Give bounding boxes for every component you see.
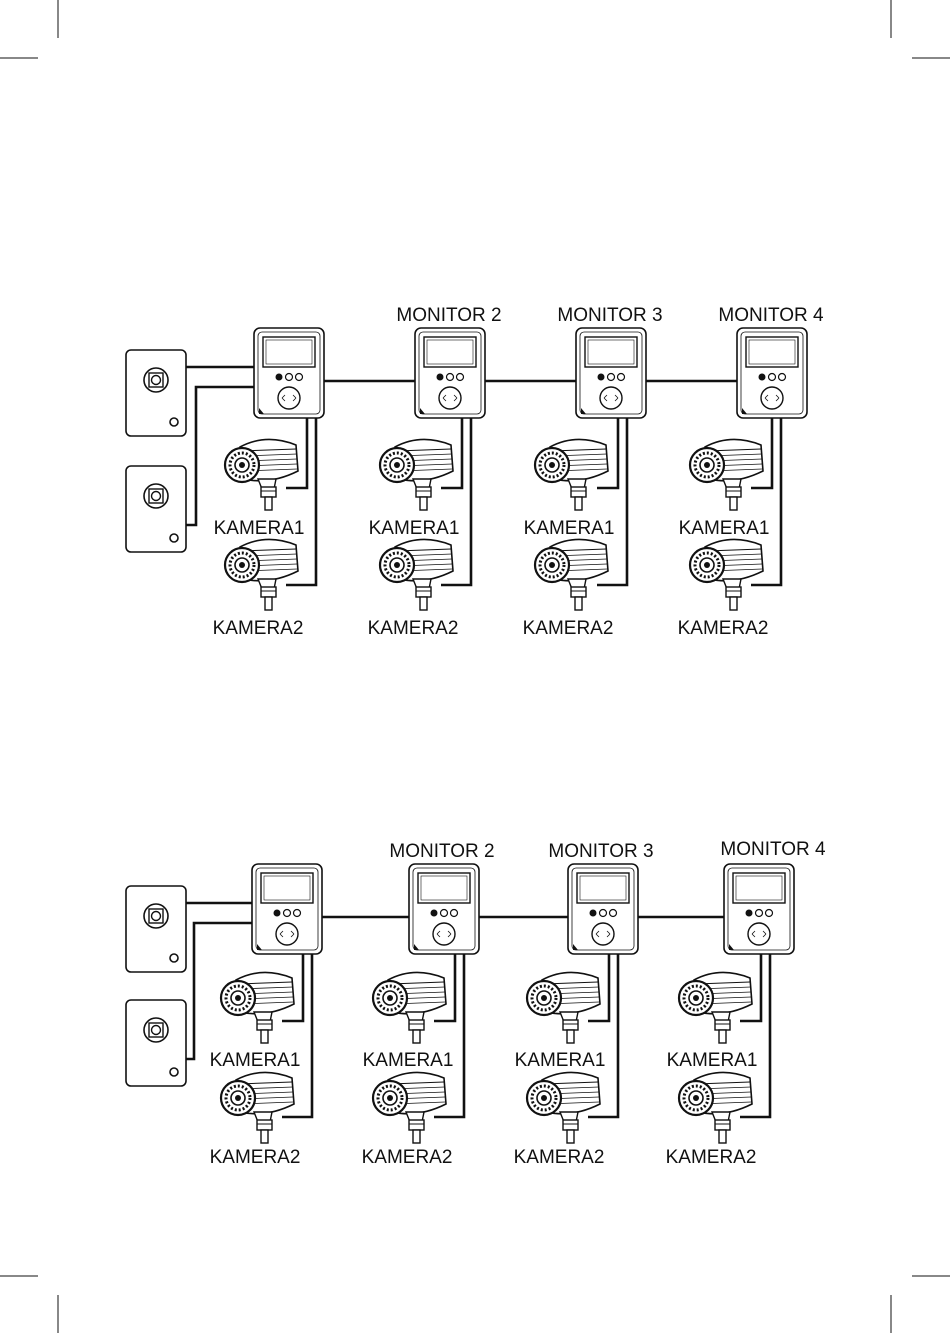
camera2-group-2 <box>373 1072 446 1143</box>
camera1-label: KAMERA1 <box>369 518 460 539</box>
door-station-1 <box>126 886 186 972</box>
bullet-camera-icon <box>225 539 298 610</box>
monitor-4 <box>737 328 807 418</box>
camera2-label: KAMERA2 <box>666 1147 757 1168</box>
camera1-label: KAMERA1 <box>210 1050 301 1071</box>
monitor-icon <box>568 864 638 954</box>
bullet-camera-icon <box>221 972 294 1043</box>
bullet-camera-icon <box>380 539 453 610</box>
camera1-label: KAMERA1 <box>679 518 770 539</box>
wiring-diagram-1: MONITOR 2 MONITOR 3 MONITOR 4 KAMERA1 KA… <box>126 305 824 639</box>
camera1-label: KAMERA1 <box>667 1050 758 1071</box>
camera2-label: KAMERA2 <box>210 1147 301 1168</box>
camera2-label: KAMERA2 <box>678 618 769 639</box>
bullet-camera-icon <box>373 1072 446 1143</box>
door-station-icon <box>126 1000 186 1086</box>
monitor-icon <box>415 328 485 418</box>
camera1-group-2 <box>373 972 446 1043</box>
monitor-3 <box>568 864 638 954</box>
monitor-label: MONITOR 3 <box>548 841 653 862</box>
monitor-label: MONITOR 2 <box>396 305 501 326</box>
door-station-1 <box>126 350 186 436</box>
monitor-label: MONITOR 3 <box>557 305 662 326</box>
camera1-group-4 <box>690 439 763 510</box>
camera2-group-2 <box>380 539 453 610</box>
monitor-label: MONITOR 4 <box>718 305 824 326</box>
camera1-label: KAMERA1 <box>524 518 615 539</box>
door-station-icon <box>126 886 186 972</box>
bullet-camera-icon <box>221 1072 294 1143</box>
monitor-icon <box>252 864 322 954</box>
camera1-label: KAMERA1 <box>363 1050 454 1071</box>
camera2-group-1 <box>221 1072 294 1143</box>
monitor-icon <box>576 328 646 418</box>
camera2-group-4 <box>690 539 763 610</box>
camera2-label: KAMERA2 <box>362 1147 453 1168</box>
camera1-group-4 <box>679 972 752 1043</box>
bullet-camera-icon <box>679 1072 752 1143</box>
bullet-camera-icon <box>679 972 752 1043</box>
camera1-group-1 <box>225 439 298 510</box>
camera2-group-4 <box>679 1072 752 1143</box>
monitor-label: MONITOR 4 <box>720 839 826 860</box>
bullet-camera-icon <box>535 539 608 610</box>
monitor-icon <box>737 328 807 418</box>
door-station-2 <box>126 1000 186 1086</box>
door-station-icon <box>126 466 186 552</box>
bullet-camera-icon <box>527 972 600 1043</box>
camera1-label: KAMERA1 <box>214 518 305 539</box>
monitor-icon <box>409 864 479 954</box>
monitor-3 <box>576 328 646 418</box>
bullet-camera-icon <box>690 439 763 510</box>
camera2-label: KAMERA2 <box>368 618 459 639</box>
monitor-2 <box>409 864 479 954</box>
monitor-icon <box>254 328 324 418</box>
bullet-camera-icon <box>373 972 446 1043</box>
monitor-label: MONITOR 2 <box>389 841 494 862</box>
camera1-group-2 <box>380 439 453 510</box>
monitor-4 <box>724 864 794 954</box>
camera1-label: KAMERA1 <box>515 1050 606 1071</box>
bullet-camera-icon <box>535 439 608 510</box>
camera1-group-3 <box>527 972 600 1043</box>
camera2-label: KAMERA2 <box>514 1147 605 1168</box>
monitor-1 <box>252 864 322 954</box>
bullet-camera-icon <box>690 539 763 610</box>
bullet-camera-icon <box>225 439 298 510</box>
camera2-group-1 <box>225 539 298 610</box>
camera1-group-3 <box>535 439 608 510</box>
monitor-2 <box>415 328 485 418</box>
wiring-diagram-2: MONITOR 2 MONITOR 3 MONITOR 4 KAMERA1 KA… <box>126 839 826 1168</box>
camera2-group-3 <box>535 539 608 610</box>
camera2-label: KAMERA2 <box>213 618 304 639</box>
door-station-icon <box>126 350 186 436</box>
monitor-icon <box>724 864 794 954</box>
camera2-group-3 <box>527 1072 600 1143</box>
camera2-label: KAMERA2 <box>523 618 614 639</box>
bullet-camera-icon <box>380 439 453 510</box>
bullet-camera-icon <box>527 1072 600 1143</box>
camera1-group-1 <box>221 972 294 1043</box>
door-station-2 <box>126 466 186 552</box>
monitor-1 <box>254 328 324 418</box>
